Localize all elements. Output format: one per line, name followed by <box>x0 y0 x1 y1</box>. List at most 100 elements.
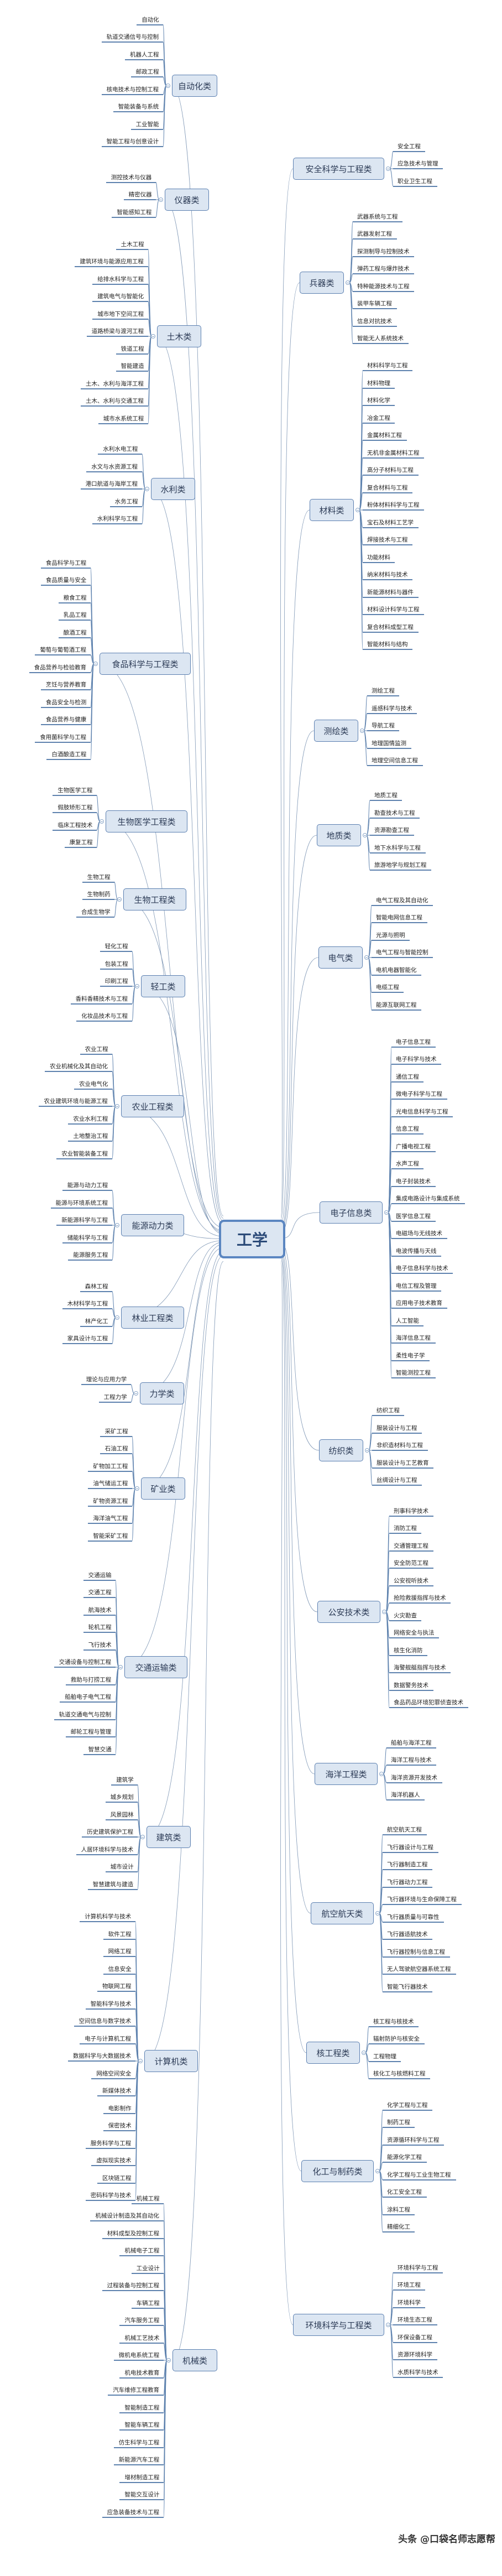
major-leaf[interactable]: 城市水系统工程 <box>103 415 144 422</box>
major-leaf[interactable]: 临床工程技术 <box>57 821 93 829</box>
major-leaf[interactable]: 柔性电子学 <box>396 1352 425 1359</box>
root-node[interactable]: 工学 <box>219 1220 285 1258</box>
major-leaf[interactable]: 环境科学 <box>398 2299 421 2306</box>
collapse-toggle-icon[interactable] <box>364 955 369 960</box>
major-leaf[interactable]: 能源与环境系统工程 <box>55 1199 108 1206</box>
major-leaf[interactable]: 服务科学与工程 <box>90 2140 132 2147</box>
major-leaf[interactable]: 智能工程与创意设计 <box>106 138 159 145</box>
collapse-toggle-icon[interactable] <box>346 280 350 285</box>
major-leaf[interactable]: 飞行器适航技术 <box>387 1931 428 1938</box>
major-leaf[interactable]: 印刷工程 <box>104 978 128 985</box>
major-leaf[interactable]: 土木工程 <box>121 241 144 248</box>
major-leaf[interactable]: 光源与照明 <box>376 931 405 939</box>
major-leaf[interactable]: 智能电网信息工程 <box>376 914 422 921</box>
major-leaf[interactable]: 无人驾驶航空器系统工程 <box>387 1966 451 1973</box>
major-leaf[interactable]: 电波传播与天线 <box>396 1247 437 1255</box>
major-leaf[interactable]: 消防工程 <box>394 1525 417 1532</box>
major-leaf[interactable]: 测控技术与仪器 <box>111 174 152 181</box>
major-leaf[interactable]: 电气工程及其自动化 <box>376 897 428 904</box>
collapse-toggle-icon[interactable] <box>118 1665 123 1669</box>
major-leaf[interactable]: 公安视听技术 <box>394 1577 428 1584</box>
major-leaf[interactable]: 环境科学与工程 <box>398 2264 438 2271</box>
major-leaf[interactable]: 食用菌科学与工程 <box>40 733 87 741</box>
major-leaf[interactable]: 人工智能 <box>396 1317 419 1324</box>
category-node[interactable]: 电气类 <box>318 946 363 969</box>
collapse-toggle-icon[interactable] <box>115 1223 119 1227</box>
major-leaf[interactable]: 历史建筑保护工程 <box>87 1829 134 1835</box>
major-leaf[interactable]: 烹饪与营养教育 <box>45 681 87 689</box>
category-node[interactable]: 航空航天类 <box>311 1902 374 1924</box>
major-leaf[interactable]: 人居环境科学与技术 <box>81 1846 134 1853</box>
collapse-toggle-icon[interactable] <box>159 197 163 202</box>
category-node[interactable]: 交通运输类 <box>124 1656 187 1678</box>
major-leaf[interactable]: 农业水利工程 <box>73 1115 108 1122</box>
major-leaf[interactable]: 油气储运工程 <box>93 1480 128 1487</box>
major-leaf[interactable]: 环保设备工程 <box>398 2334 432 2341</box>
major-leaf[interactable]: 核化工与核燃料工程 <box>373 2070 426 2078</box>
major-leaf[interactable]: 软件工程 <box>108 1930 132 1938</box>
major-leaf[interactable]: 生物制药 <box>87 891 111 898</box>
major-leaf[interactable]: 新能源材料与器件 <box>367 589 414 596</box>
major-leaf[interactable]: 工业设计 <box>136 2265 160 2272</box>
major-leaf[interactable]: 物联网工程 <box>102 1983 132 1990</box>
major-leaf[interactable]: 食品质量与安全 <box>45 577 87 584</box>
collapse-toggle-icon[interactable] <box>363 833 367 837</box>
major-leaf[interactable]: 信息工程 <box>396 1126 419 1133</box>
major-leaf[interactable]: 机械工程 <box>136 2195 160 2202</box>
category-node[interactable]: 纺织类 <box>319 1439 363 1461</box>
major-leaf[interactable]: 康复工程 <box>69 839 93 846</box>
major-leaf[interactable]: 遥感科学与技术 <box>372 705 412 712</box>
major-leaf[interactable]: 丝绸设计与工程 <box>376 1477 417 1484</box>
collapse-toggle-icon[interactable] <box>135 984 139 988</box>
category-node[interactable]: 土木类 <box>157 325 201 347</box>
collapse-toggle-icon[interactable] <box>362 2051 366 2055</box>
major-leaf[interactable]: 港口航道与海岸工程 <box>85 481 138 487</box>
major-leaf[interactable]: 飞行器环境与生命保障工程 <box>387 1896 457 1903</box>
major-leaf[interactable]: 密码科学与技术 <box>90 2192 132 2199</box>
major-leaf[interactable]: 化妆品技术与工程 <box>81 1013 128 1019</box>
major-leaf[interactable]: 储能科学与工程 <box>67 1234 108 1241</box>
major-leaf[interactable]: 地质工程 <box>374 792 398 799</box>
collapse-toggle-icon[interactable] <box>386 2323 390 2327</box>
major-leaf[interactable]: 木材科学与工程 <box>67 1300 108 1308</box>
collapse-toggle-icon[interactable] <box>115 1104 119 1109</box>
major-leaf[interactable]: 工程力学 <box>103 1393 127 1401</box>
major-leaf[interactable]: 海洋机器人 <box>391 1792 420 1799</box>
major-leaf[interactable]: 智能车辆工程 <box>124 2422 160 2428</box>
major-leaf[interactable]: 广播电视工程 <box>396 1143 431 1150</box>
major-leaf[interactable]: 高分子材料与工程 <box>367 467 414 473</box>
major-leaf[interactable]: 粮食工程 <box>63 594 87 601</box>
major-leaf[interactable]: 涂料工程 <box>387 2206 410 2213</box>
major-leaf[interactable]: 海洋信息工程 <box>396 1335 431 1342</box>
major-leaf[interactable]: 智能装备与系统 <box>118 103 159 111</box>
major-leaf[interactable]: 交通工程 <box>88 1589 112 1596</box>
major-leaf[interactable]: 合成生物学 <box>81 908 111 915</box>
major-leaf[interactable]: 自动化 <box>142 16 159 23</box>
collapse-toggle-icon[interactable] <box>140 1835 145 1839</box>
collapse-toggle-icon[interactable] <box>115 1315 119 1320</box>
major-leaf[interactable]: 材料物理 <box>367 379 390 387</box>
major-leaf[interactable]: 邮轮工程与管理 <box>70 1729 112 1735</box>
major-leaf[interactable]: 电机电器智能化 <box>376 966 417 974</box>
major-leaf[interactable]: 电影制作 <box>108 2105 132 2112</box>
major-leaf[interactable]: 纺织工程 <box>376 1407 400 1414</box>
category-node[interactable]: 测绘类 <box>314 720 358 742</box>
collapse-toggle-icon[interactable] <box>360 728 364 733</box>
major-leaf[interactable]: 数据科学与大数据技术 <box>73 2053 131 2059</box>
major-leaf[interactable]: 材料成型及控制工程 <box>107 2230 160 2237</box>
category-node[interactable]: 地质类 <box>317 824 361 846</box>
category-node[interactable]: 力学类 <box>140 1382 184 1404</box>
collapse-toggle-icon[interactable] <box>138 2059 143 2063</box>
major-leaf[interactable]: 电子与计算机工程 <box>85 2035 132 2042</box>
major-leaf[interactable]: 勘查技术与工程 <box>374 809 415 816</box>
major-leaf[interactable]: 职业卫生工程 <box>398 178 432 185</box>
major-leaf[interactable]: 水利水电工程 <box>103 446 138 452</box>
category-node[interactable]: 机械类 <box>172 2349 217 2371</box>
major-leaf[interactable]: 白酒酿造工程 <box>51 751 87 758</box>
major-leaf[interactable]: 非织造材料与工程 <box>376 1442 423 1449</box>
category-node[interactable]: 能源动力类 <box>121 1214 184 1236</box>
major-leaf[interactable]: 食品药品环境犯罪侦查技术 <box>394 1699 463 1706</box>
major-leaf[interactable]: 食品营养与健康 <box>45 716 87 724</box>
major-leaf[interactable]: 复合材料成型工程 <box>367 623 414 631</box>
collapse-toggle-icon[interactable] <box>375 1911 380 1916</box>
